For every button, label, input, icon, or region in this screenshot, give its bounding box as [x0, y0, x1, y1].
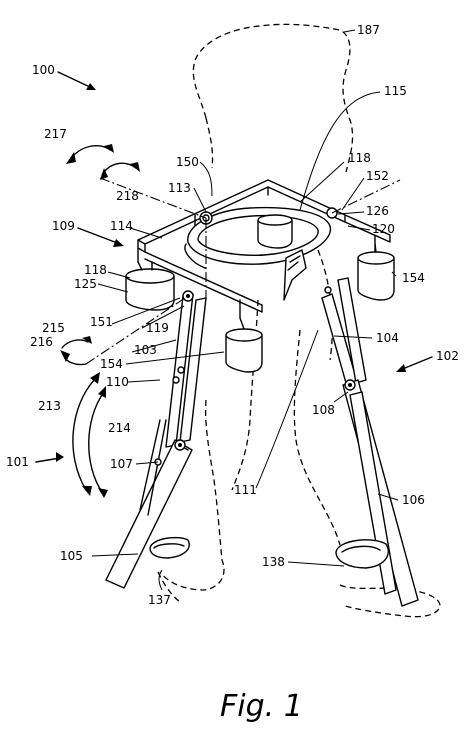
leader-arrows	[35, 71, 433, 463]
label-187: 187	[357, 23, 380, 37]
label-154-center: 154	[100, 357, 123, 371]
label-118-top: 118	[348, 151, 371, 165]
label-216: 216	[30, 335, 53, 349]
label-110: 110	[106, 375, 129, 389]
label-218: 218	[116, 189, 139, 203]
label-101: 101	[6, 455, 29, 469]
label-152: 152	[366, 169, 389, 183]
label-114: 114	[110, 219, 133, 233]
label-215: 215	[42, 321, 65, 335]
rotation-arrows	[60, 144, 140, 498]
label-138: 138	[262, 555, 285, 569]
label-119: 119	[146, 321, 169, 335]
label-108: 108	[312, 403, 335, 417]
label-125: 125	[74, 277, 97, 291]
figure-caption: Fig. 1	[220, 689, 303, 724]
label-111: 111	[234, 483, 257, 497]
label-104: 104	[376, 331, 399, 345]
hip-frame	[137, 179, 391, 319]
label-100: 100	[32, 63, 55, 77]
weights	[125, 214, 395, 373]
label-150: 150	[176, 155, 199, 169]
label-120: 120	[372, 222, 395, 236]
thigh-links	[165, 277, 367, 448]
label-137: 137	[148, 593, 171, 607]
leader-lines	[91, 29, 399, 591]
label-109: 109	[52, 219, 75, 233]
label-113: 113	[168, 181, 191, 195]
label-214: 214	[108, 421, 131, 435]
label-151: 151	[90, 315, 113, 329]
label-106: 106	[402, 493, 425, 507]
label-105: 105	[60, 549, 83, 563]
label-102: 102	[436, 349, 459, 363]
label-213: 213	[38, 399, 61, 413]
reference-labels: 187 100 115 217 150 118 152 218 113 126 …	[6, 23, 459, 607]
label-115: 115	[384, 84, 407, 98]
shank-links	[105, 379, 419, 607]
label-107: 107	[110, 457, 133, 471]
ankle-cuffs	[149, 536, 389, 569]
label-103: 103	[134, 343, 157, 357]
label-126: 126	[366, 204, 389, 218]
label-154-right: 154	[402, 271, 425, 285]
label-217: 217	[44, 127, 67, 141]
rotation-axes	[85, 177, 401, 365]
label-118-left: 118	[84, 263, 107, 277]
